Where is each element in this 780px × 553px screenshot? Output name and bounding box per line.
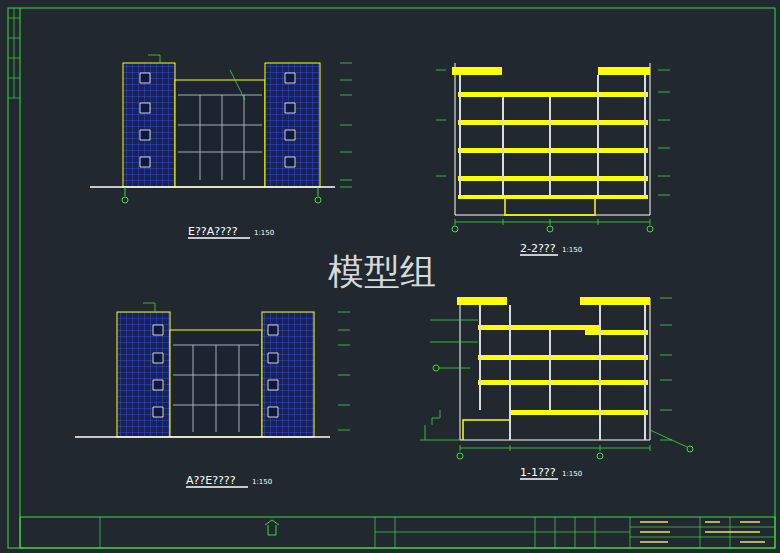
column <box>460 75 645 195</box>
column <box>480 305 645 440</box>
scale-note: 1:150 <box>254 230 274 238</box>
windows <box>140 73 295 167</box>
level-marks <box>660 298 672 440</box>
title-block-cells <box>100 517 775 548</box>
dimension-line <box>455 219 650 225</box>
scale-note: 1:150 <box>562 247 582 255</box>
axis-lines <box>125 187 318 196</box>
glazing-lines <box>173 345 259 432</box>
detail-bubble <box>433 365 439 371</box>
foundation <box>505 199 595 215</box>
axis-bubble <box>647 226 653 232</box>
margin-line <box>20 8 21 548</box>
glazing-lines <box>178 95 262 180</box>
windows <box>153 325 278 417</box>
atrium <box>175 80 265 187</box>
title-block <box>20 517 775 548</box>
view-title: 1-1??? <box>520 467 555 479</box>
stair-ramp <box>463 415 510 440</box>
leader-line <box>143 303 155 312</box>
axis-bubble <box>547 226 553 232</box>
scale-note: 1:150 <box>562 471 582 479</box>
axis-bubble <box>457 453 463 459</box>
section-outline <box>455 63 650 215</box>
margin-ticks <box>8 8 20 98</box>
ground-line <box>75 436 330 438</box>
axis-bubble <box>597 453 603 459</box>
site-line <box>420 410 460 440</box>
view-title: A??E???? <box>186 475 236 487</box>
view-title: 2-2??? <box>520 243 555 255</box>
sheet-border <box>8 8 775 548</box>
title-block-text-marks <box>640 522 765 542</box>
parapet <box>457 297 650 305</box>
detail-bubble <box>687 446 693 452</box>
axis-bubble <box>452 226 458 232</box>
parapet <box>452 67 650 75</box>
logo-symbol <box>265 520 279 535</box>
dimension-line <box>460 445 650 451</box>
watermark: 模型组 <box>328 252 436 292</box>
atrium <box>170 330 262 437</box>
axis-bubble <box>122 197 128 203</box>
ground-line <box>90 186 335 188</box>
leader-line <box>148 55 245 100</box>
view-title: E??A???? <box>188 226 238 238</box>
level-marks <box>340 63 352 187</box>
leader-line <box>430 320 687 447</box>
level-marks <box>338 312 350 430</box>
section-outline <box>460 298 650 440</box>
ground-slab <box>458 195 648 199</box>
floor-slab <box>458 92 648 181</box>
axis-bubble <box>315 197 321 203</box>
floor-slab <box>478 325 648 415</box>
level-marks <box>436 70 670 195</box>
scale-note: 1:150 <box>252 479 272 487</box>
